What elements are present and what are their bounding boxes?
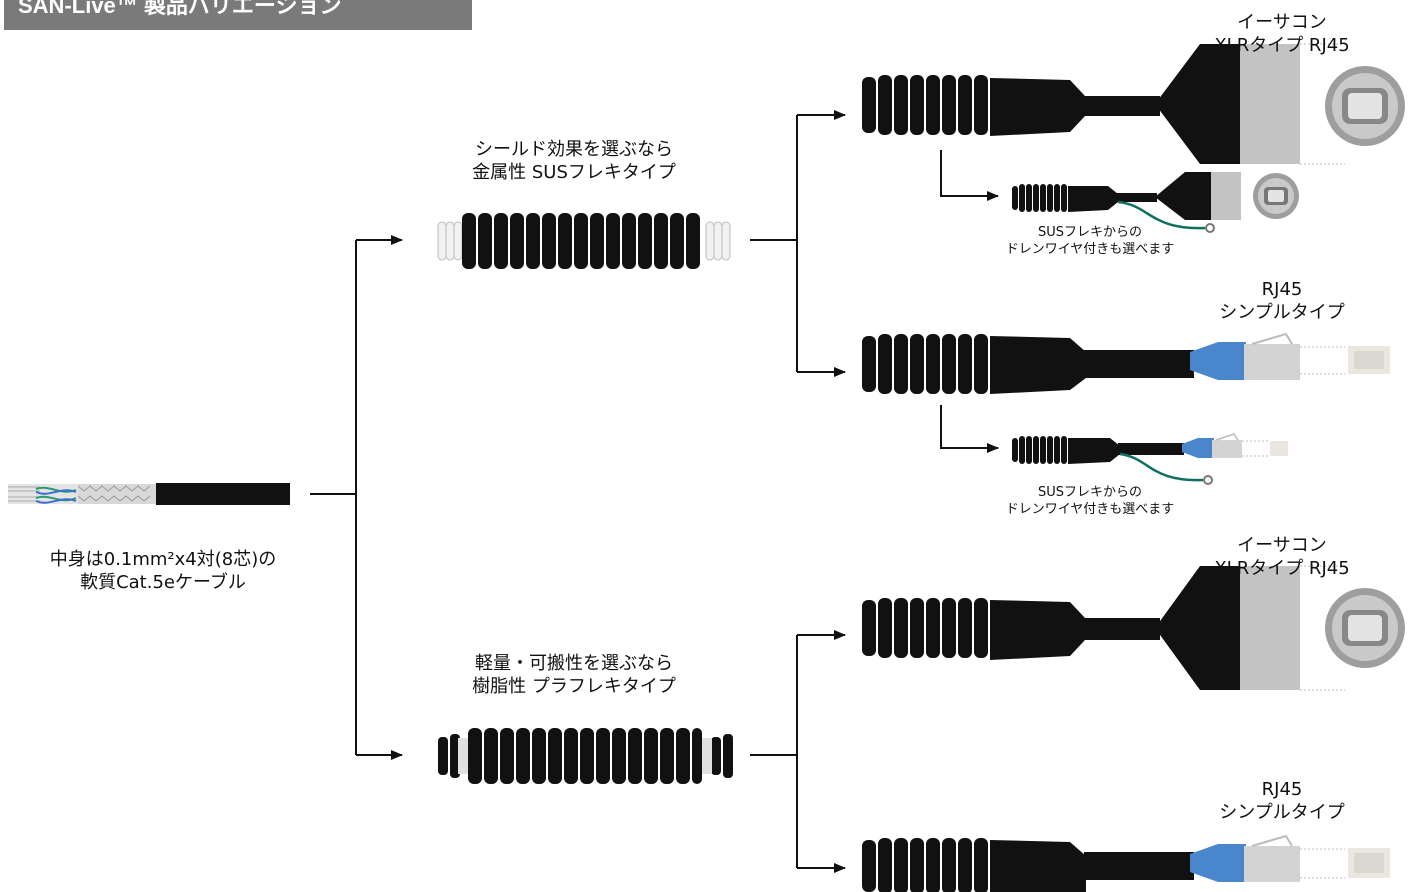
simple-top-line1: RJ45 (1261, 279, 1303, 300)
plastic-flex-hose (438, 728, 733, 784)
metal-branch-line1: シールド効果を選ぶなら (475, 139, 673, 160)
xlr-top-line2: XLRタイプ RJ45 (1214, 35, 1350, 56)
drain-note-simple-line2: ドレンワイヤ付きも選べます (1005, 502, 1175, 517)
xlr-bottom-line1: イーサコン (1237, 535, 1327, 556)
cable-caption-line2: 軟質Cat.5eケーブル (80, 572, 246, 593)
simple-top-line2: シンプルタイプ (1219, 302, 1345, 323)
header-banner: SAN-Live™ 製品バリエーション (4, 0, 472, 30)
raw-cable-illustration (8, 483, 290, 505)
rj45-drain-wire-variant (1012, 433, 1288, 485)
ethercon-drain-wire-variant (1012, 172, 1299, 233)
xlr-top-line1: イーサコン (1237, 12, 1327, 33)
plastic-branch-line2: 樹脂性 プラフレキタイプ (472, 676, 676, 697)
drain-note-xlr: SUSフレキからの ドレンワイヤ付きも選べます (1006, 224, 1175, 258)
cable-caption: 中身は0.1mm²x4対(8芯)の 軟質Cat.5eケーブル (50, 548, 277, 594)
simple-bottom-line1: RJ45 (1261, 779, 1303, 800)
ethercon-xlr-connector-top (862, 43, 1405, 165)
sus-flex-hose (437, 213, 731, 269)
flow-lines (310, 110, 999, 873)
rj45-simple-connector-top (862, 332, 1390, 394)
simple-bottom-caption: RJ45 シンプルタイプ (1219, 778, 1344, 824)
ethercon-xlr-connector-bottom (862, 565, 1405, 691)
drain-note-xlr-line2: ドレンワイヤ付きも選べます (1005, 242, 1175, 257)
plastic-branch-line1: 軽量・可搬性を選ぶなら (474, 653, 673, 674)
simple-bottom-line2: シンプルタイプ (1219, 802, 1345, 823)
page-title: SAN-Live™ 製品バリエーション (18, 0, 342, 18)
plastic-branch-caption: 軽量・可搬性を選ぶなら 樹脂性 プラフレキタイプ (472, 652, 676, 698)
metal-branch-caption: シールド効果を選ぶなら 金属性 SUSフレキタイプ (472, 138, 676, 184)
drain-note-simple: SUSフレキからの ドレンワイヤ付きも選べます (1006, 484, 1175, 518)
xlr-bottom-caption: イーサコン XLRタイプ RJ45 (1214, 534, 1349, 580)
cable-caption-line1: 中身は0.1mm²x4対(8芯)の (49, 549, 277, 570)
simple-top-caption: RJ45 シンプルタイプ (1219, 278, 1344, 324)
metal-branch-line2: 金属性 SUSフレキタイプ (472, 162, 676, 183)
drain-note-simple-line1: SUSフレキからの (1037, 485, 1143, 500)
rj45-simple-connector-bottom (862, 834, 1390, 892)
xlr-bottom-line2: XLRタイプ RJ45 (1214, 558, 1350, 579)
drain-note-xlr-line1: SUSフレキからの (1037, 225, 1143, 240)
xlr-top-caption: イーサコン XLRタイプ RJ45 (1214, 11, 1349, 57)
